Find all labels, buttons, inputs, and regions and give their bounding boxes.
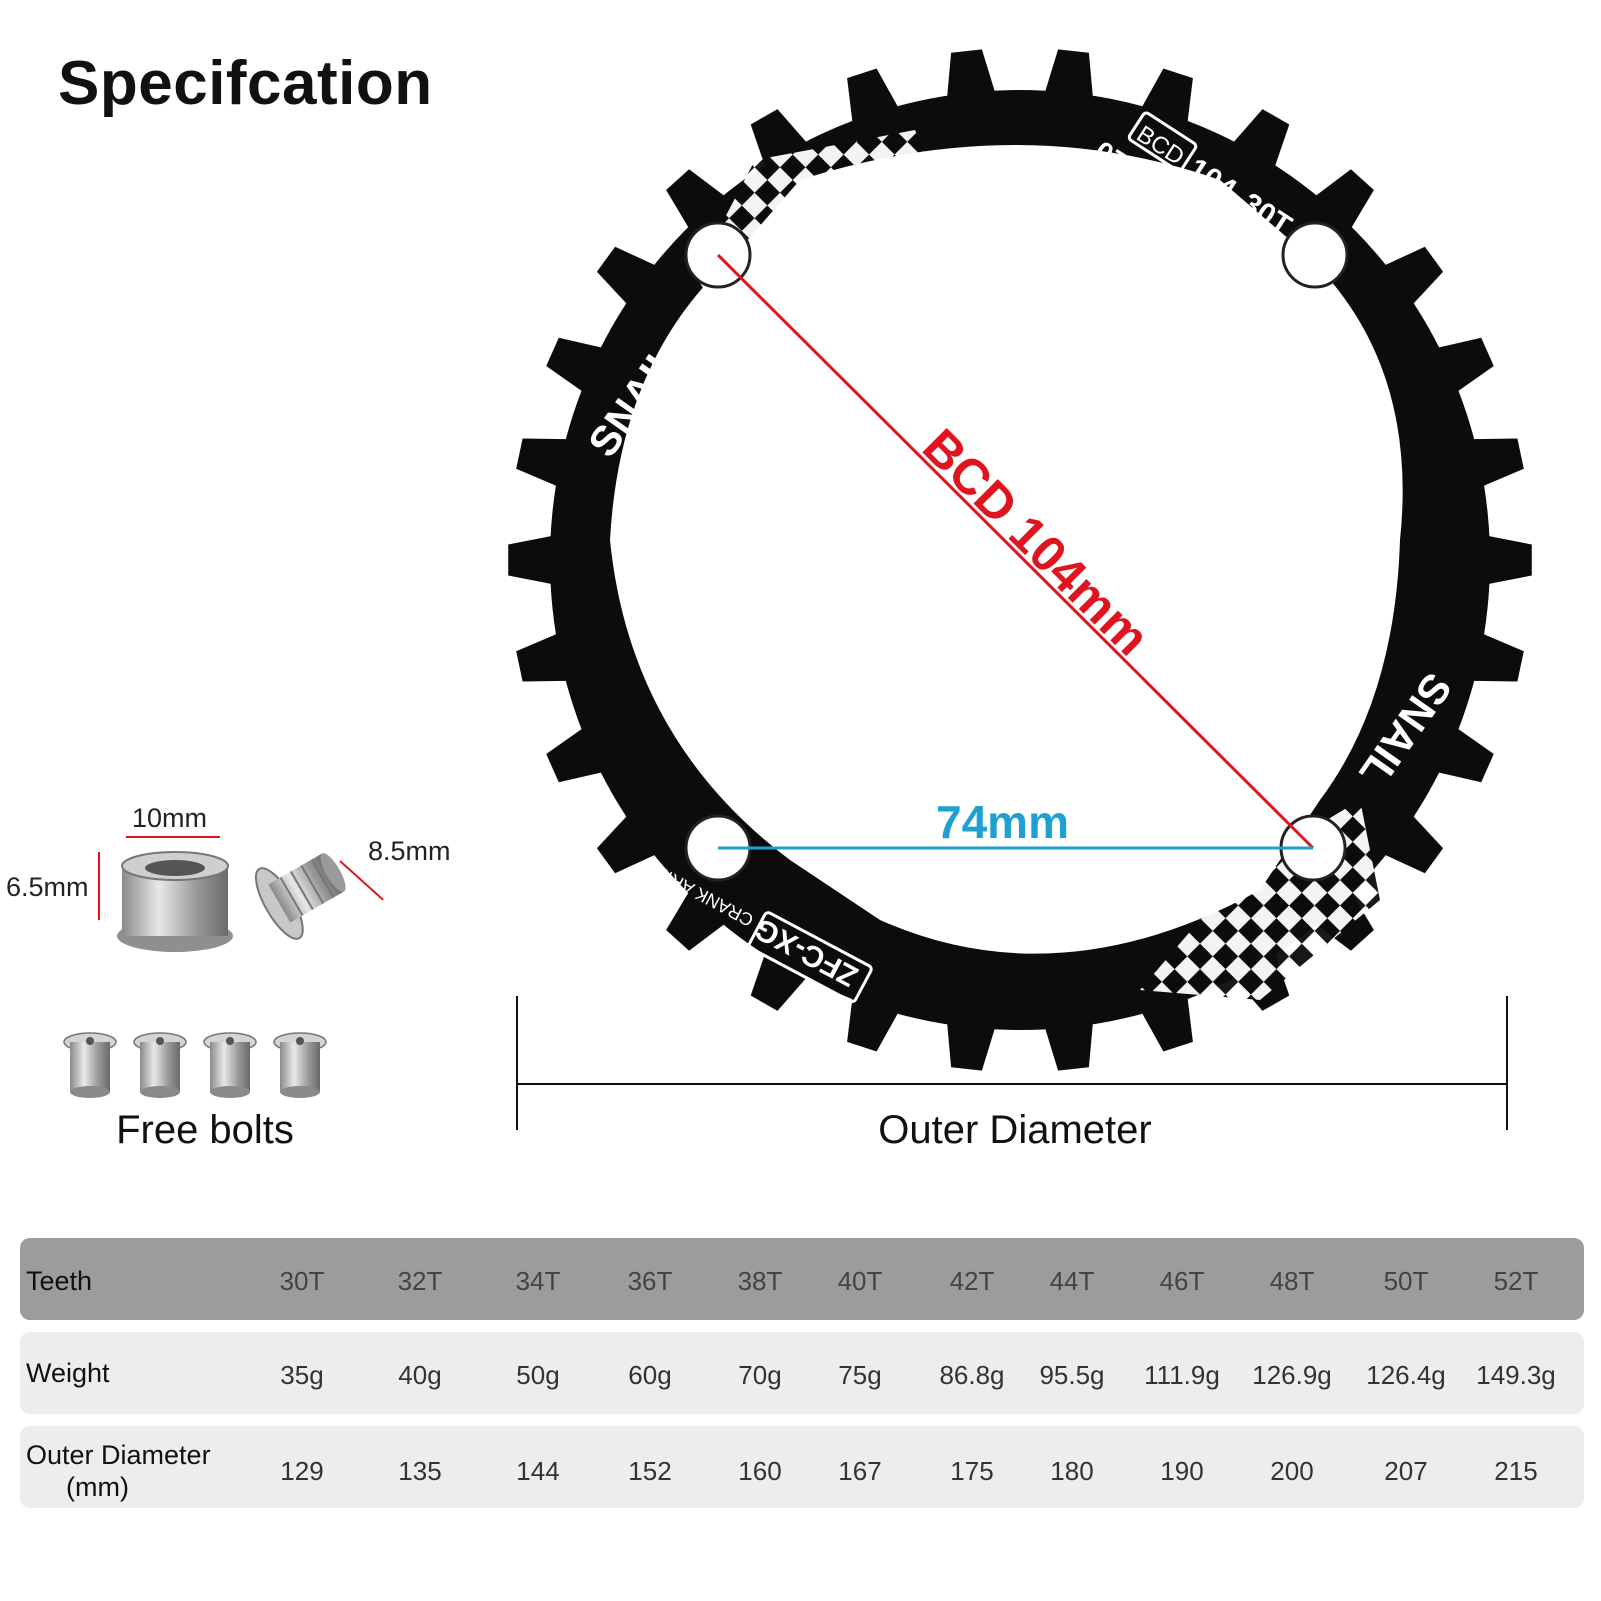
chainring-tooth [1043, 49, 1094, 104]
nut-width-line [126, 836, 220, 838]
table-cell: 149.3g [1476, 1360, 1556, 1390]
table-cell: 34T [515, 1266, 561, 1296]
table-row-outer-diameter: Outer Diameter (mm) 129 135 144 152 160 167 17… [20, 1426, 1584, 1508]
bolt-icon [133, 1032, 187, 1098]
table-cell: 135 [398, 1456, 442, 1486]
table-cell: 215 [1494, 1456, 1538, 1486]
chainring-tooth [750, 109, 812, 174]
table-row-teeth: Teeth 30T 32T 34T 36T 38T 40T 42T 44T 46T 48T 50T 5… [20, 1238, 1584, 1320]
od-dimension-line [516, 1083, 1508, 1085]
table-cell: 35g [280, 1360, 324, 1390]
chainring-opening [610, 145, 1403, 954]
table-cell: 126.4g [1366, 1360, 1446, 1390]
chainring-tooth [1043, 1016, 1094, 1071]
table-row-weight: Weight 35g 40g 50g 60g 70g 75g 86.8g 95.5g 111.9… [20, 1332, 1584, 1414]
chainring-tooth [750, 946, 812, 1011]
table-cell: 36T [627, 1266, 673, 1296]
table-cell: 48T [1269, 1266, 1315, 1296]
table-cell: 50g [516, 1360, 560, 1390]
free-bolts-caption: Free bolts [116, 1108, 294, 1152]
table-cell: 180 [1050, 1456, 1094, 1486]
bolt-icon [254, 853, 346, 940]
table-cell: 207 [1384, 1456, 1428, 1486]
table-cell: 160 [738, 1456, 782, 1486]
chainring-tooth [1378, 810, 1444, 874]
chainring-tooth [946, 1016, 997, 1071]
bolt-icon [203, 1032, 257, 1098]
table-cell: 167 [838, 1456, 882, 1486]
chainring-tooth [1228, 109, 1290, 174]
table-cell: 86.8g [939, 1360, 1005, 1390]
table-cell: 46T [1159, 1266, 1205, 1296]
row-header-teeth: Teeth [26, 1266, 93, 1296]
od-tick-right [1506, 996, 1508, 1130]
free-bolts-group [62, 1032, 342, 1102]
table-cell: 152 [628, 1456, 672, 1486]
table-cell: 129 [280, 1456, 324, 1486]
table-cell: 50T [1383, 1266, 1429, 1296]
nut-height-label: 6.5mm [6, 872, 89, 902]
table-cell: 38T [737, 1266, 783, 1296]
table-cell: 60g [628, 1360, 672, 1390]
chainring-tooth [1481, 534, 1532, 586]
od-tick-left [516, 996, 518, 1130]
table-cell: 40g [398, 1360, 442, 1390]
chainring-tooth [666, 169, 731, 235]
chainring-tooth [596, 246, 662, 310]
chainring-tooth [666, 885, 731, 951]
table-cell: 190 [1160, 1456, 1204, 1486]
table-cell: 52T [1493, 1266, 1539, 1296]
table-cell: 42T [949, 1266, 995, 1296]
row-header-weight: Weight [26, 1358, 110, 1388]
table-cell: 200 [1270, 1456, 1314, 1486]
bolt-icon [273, 1032, 327, 1098]
table-cell: 44T [1049, 1266, 1095, 1296]
table-cell: 95.5g [1039, 1360, 1105, 1390]
page-title: Specifcation [58, 49, 433, 118]
hole-spacing-label: 74mm [936, 796, 1069, 848]
bcd-dimension-line [716, 253, 1315, 850]
row-header-outer-diameter: Outer Diameter [26, 1440, 211, 1470]
row-header-unit: (mm) [66, 1472, 129, 1502]
bolt-width-label: 8.5mm [368, 836, 451, 866]
table-cell: 70g [738, 1360, 782, 1390]
nut-width-label: 10mm [132, 803, 208, 833]
chainring-tooth [946, 49, 997, 104]
table-cell: 175 [950, 1456, 994, 1486]
bolt-icon [63, 1032, 117, 1098]
bolt-hole-top-right [1281, 221, 1349, 289]
table-cell: 144 [516, 1456, 560, 1486]
outer-diameter-label: Outer Diameter [878, 1108, 1152, 1152]
chainring-tooth [1309, 169, 1374, 235]
table-cell: 75g [838, 1360, 882, 1390]
table-cell: 32T [397, 1266, 443, 1296]
table-cell: 111.9g [1144, 1360, 1220, 1390]
nut-height-line [98, 852, 100, 920]
chainring-tooth [596, 810, 662, 874]
nut-icon [117, 851, 233, 952]
table-cell: 126.9g [1252, 1360, 1332, 1390]
table-cell: 40T [837, 1266, 883, 1296]
chainring-illustration: SNAIL SNAIL BCD 104 30T 0705-T6 M ZFC-XG… [508, 49, 1532, 1071]
chainring-tooth [508, 534, 559, 586]
chainring-tooth [1378, 246, 1444, 310]
table-cell: 30T [279, 1266, 325, 1296]
